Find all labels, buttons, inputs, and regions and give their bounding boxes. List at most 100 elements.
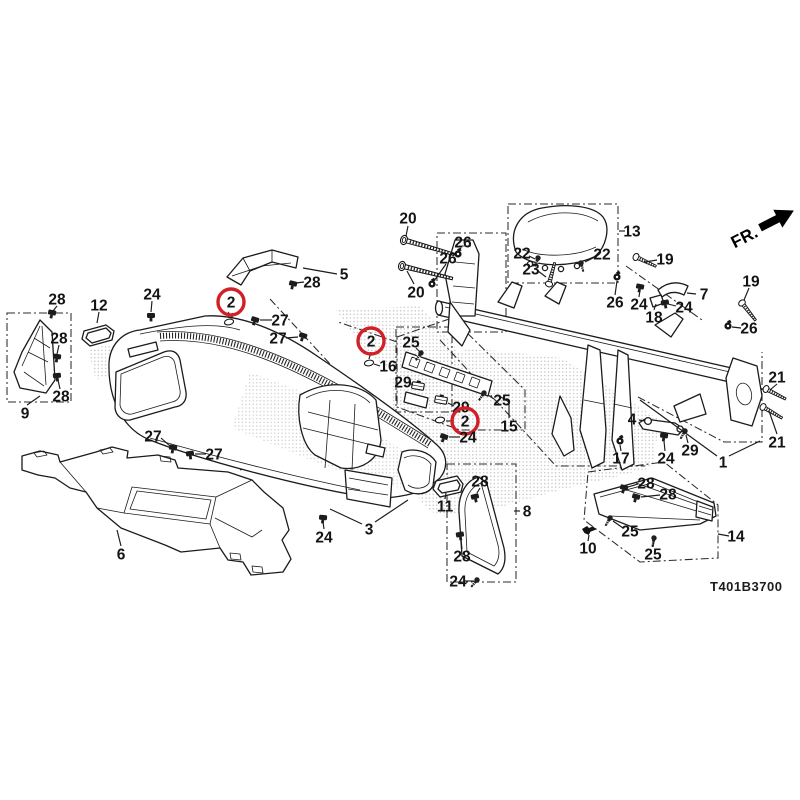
svg-text:28: 28 (48, 292, 66, 309)
svg-text:13: 13 (623, 224, 641, 241)
svg-text:2: 2 (461, 414, 470, 431)
callout-8: 8 (523, 504, 532, 521)
part-15-garnish (401, 348, 493, 409)
svg-text:23: 23 (522, 262, 540, 279)
svg-text:10: 10 (579, 541, 596, 558)
part-6-insulator-panel (21, 446, 292, 576)
part-5-speaker-cover (226, 249, 299, 291)
svg-text:1: 1 (719, 455, 728, 472)
svg-text:29: 29 (394, 375, 412, 392)
svg-text:2: 2 (367, 334, 376, 351)
callout-20: 20 (407, 285, 424, 302)
svg-text:27: 27 (271, 313, 288, 330)
svg-text:24: 24 (630, 297, 648, 314)
part-13-passenger-airbag (512, 205, 608, 289)
svg-text:26: 26 (439, 251, 457, 268)
callout-21: 21 (768, 435, 786, 452)
callout-24: 24 (675, 300, 693, 317)
svg-text:21: 21 (768, 370, 786, 387)
svg-text:21: 21 (768, 435, 786, 452)
callout-7: 7 (700, 287, 709, 304)
part-29-bracket (403, 391, 429, 409)
svg-text:26: 26 (454, 235, 472, 252)
svg-text:26: 26 (740, 321, 758, 338)
callout-27: 27 (269, 331, 286, 348)
callout-28: 28 (453, 549, 471, 566)
svg-text:24: 24 (657, 451, 675, 468)
part-14-lower-garnish (593, 477, 717, 548)
callout-28: 28 (50, 331, 68, 348)
svg-text:20: 20 (399, 211, 416, 228)
callout-26: 26 (454, 235, 472, 252)
leader-lines (26, 225, 778, 582)
callout-25: 25 (644, 547, 662, 564)
callout-6: 6 (117, 547, 126, 564)
callout-16: 16 (379, 359, 397, 376)
svg-text:11: 11 (437, 499, 454, 516)
callout-24: 24 (630, 297, 648, 314)
callout-27: 27 (144, 429, 161, 446)
svg-text:29: 29 (681, 443, 699, 460)
callout-11: 11 (437, 499, 454, 516)
callout-2-circled: 2 (450, 406, 480, 436)
part-3-instrument-panel (108, 313, 449, 524)
part-7-bracket (657, 282, 689, 298)
svg-text:16: 16 (379, 359, 397, 376)
callout-27: 27 (271, 313, 288, 330)
callout-25: 25 (493, 393, 511, 410)
svg-text:24: 24 (143, 287, 161, 304)
svg-text:25: 25 (621, 524, 639, 541)
callout-28: 28 (303, 275, 321, 292)
svg-text:24: 24 (675, 300, 693, 317)
callout-28: 28 (52, 389, 70, 406)
svg-text:25: 25 (493, 393, 511, 410)
svg-text:2: 2 (227, 295, 236, 312)
svg-text:17: 17 (612, 451, 629, 468)
callout-25: 25 (621, 524, 639, 541)
svg-text:24: 24 (315, 530, 333, 547)
fr-arrow-icon (758, 209, 794, 232)
diagram-code: T401B3700 (710, 579, 782, 594)
callout-9: 9 (21, 406, 30, 423)
callout-29: 29 (681, 443, 699, 460)
svg-text:22: 22 (513, 246, 530, 263)
callout-5: 5 (340, 267, 349, 284)
callout-28: 28 (471, 474, 489, 491)
svg-text:26: 26 (606, 295, 624, 312)
part-11-side-vent (432, 475, 464, 498)
callout-27: 27 (205, 447, 222, 464)
svg-text:4: 4 (628, 412, 637, 429)
part-10-clip (582, 526, 597, 535)
callout-24: 24 (315, 530, 333, 547)
svg-text:24: 24 (449, 574, 467, 591)
callout-25: 25 (402, 335, 420, 352)
svg-text:19: 19 (656, 252, 674, 269)
callout-10: 10 (579, 541, 596, 558)
callout-29: 29 (394, 375, 412, 392)
callout-20: 20 (399, 211, 416, 228)
callout-23: 23 (522, 262, 540, 279)
svg-text:28: 28 (50, 331, 68, 348)
callout-3: 3 (365, 522, 374, 539)
svg-text:28: 28 (453, 549, 471, 566)
callout-26: 26 (740, 321, 758, 338)
svg-text:28: 28 (52, 389, 70, 406)
svg-text:9: 9 (21, 406, 30, 423)
svg-text:19: 19 (742, 274, 760, 291)
part-8-end-panel (455, 476, 506, 589)
svg-text:20: 20 (407, 285, 424, 302)
svg-text:15: 15 (500, 419, 518, 436)
svg-text:18: 18 (645, 310, 663, 327)
svg-text:12: 12 (90, 298, 107, 315)
callout-28: 28 (48, 292, 66, 309)
callout-24: 24 (449, 574, 467, 591)
part-1-steering-hanger-beam (396, 233, 789, 471)
callout-24: 24 (657, 451, 675, 468)
callout-13: 13 (623, 224, 641, 241)
callout-2-circled: 2 (356, 326, 386, 356)
svg-text:28: 28 (659, 487, 677, 504)
callout-22: 22 (513, 246, 530, 263)
callout-19: 19 (742, 274, 760, 291)
